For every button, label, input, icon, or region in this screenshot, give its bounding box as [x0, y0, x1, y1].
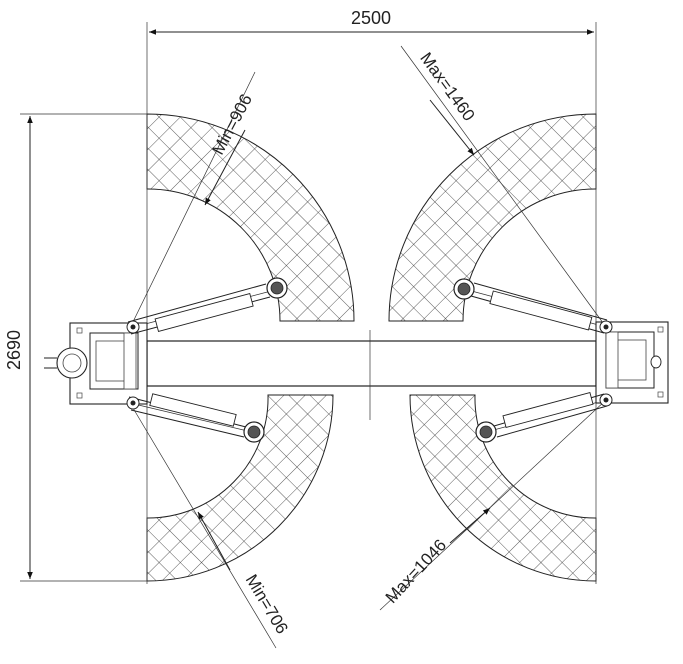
- swing-region-bottom-right: [409, 394, 597, 582]
- arrow-tl-min: [204, 129, 246, 206]
- arm-bottom-right: [475, 392, 613, 443]
- width-dimension-label: 2500: [351, 8, 391, 28]
- arm-bottom-left: [126, 393, 265, 443]
- label-top-right-max: Max=1460: [416, 49, 478, 125]
- radius-line-tl-min: [129, 71, 256, 329]
- swing-region-top-right: [388, 113, 597, 322]
- height-dimension-label: 2690: [4, 330, 24, 370]
- radius-line-br-max: [379, 399, 607, 611]
- label-bottom-left-min: Min=706: [242, 571, 292, 637]
- arrow-bl-min: [197, 511, 231, 571]
- swing-region-top-left: [146, 113, 355, 322]
- arrow-tr-max: [429, 99, 475, 156]
- radius-line-bl-arm: [129, 402, 257, 434]
- right-post: [595, 321, 669, 404]
- label-bottom-right-max: Max=1046: [382, 536, 450, 607]
- left-post: [44, 322, 148, 405]
- radius-line-tr-max: [400, 45, 607, 328]
- radius-line-bl-min: [129, 402, 277, 649]
- swing-region-bottom-left: [146, 394, 334, 582]
- arrow-br-max: [449, 507, 491, 544]
- arm-top-left: [126, 277, 288, 335]
- arm-top-right: [453, 278, 613, 334]
- main-beam: [146, 340, 597, 387]
